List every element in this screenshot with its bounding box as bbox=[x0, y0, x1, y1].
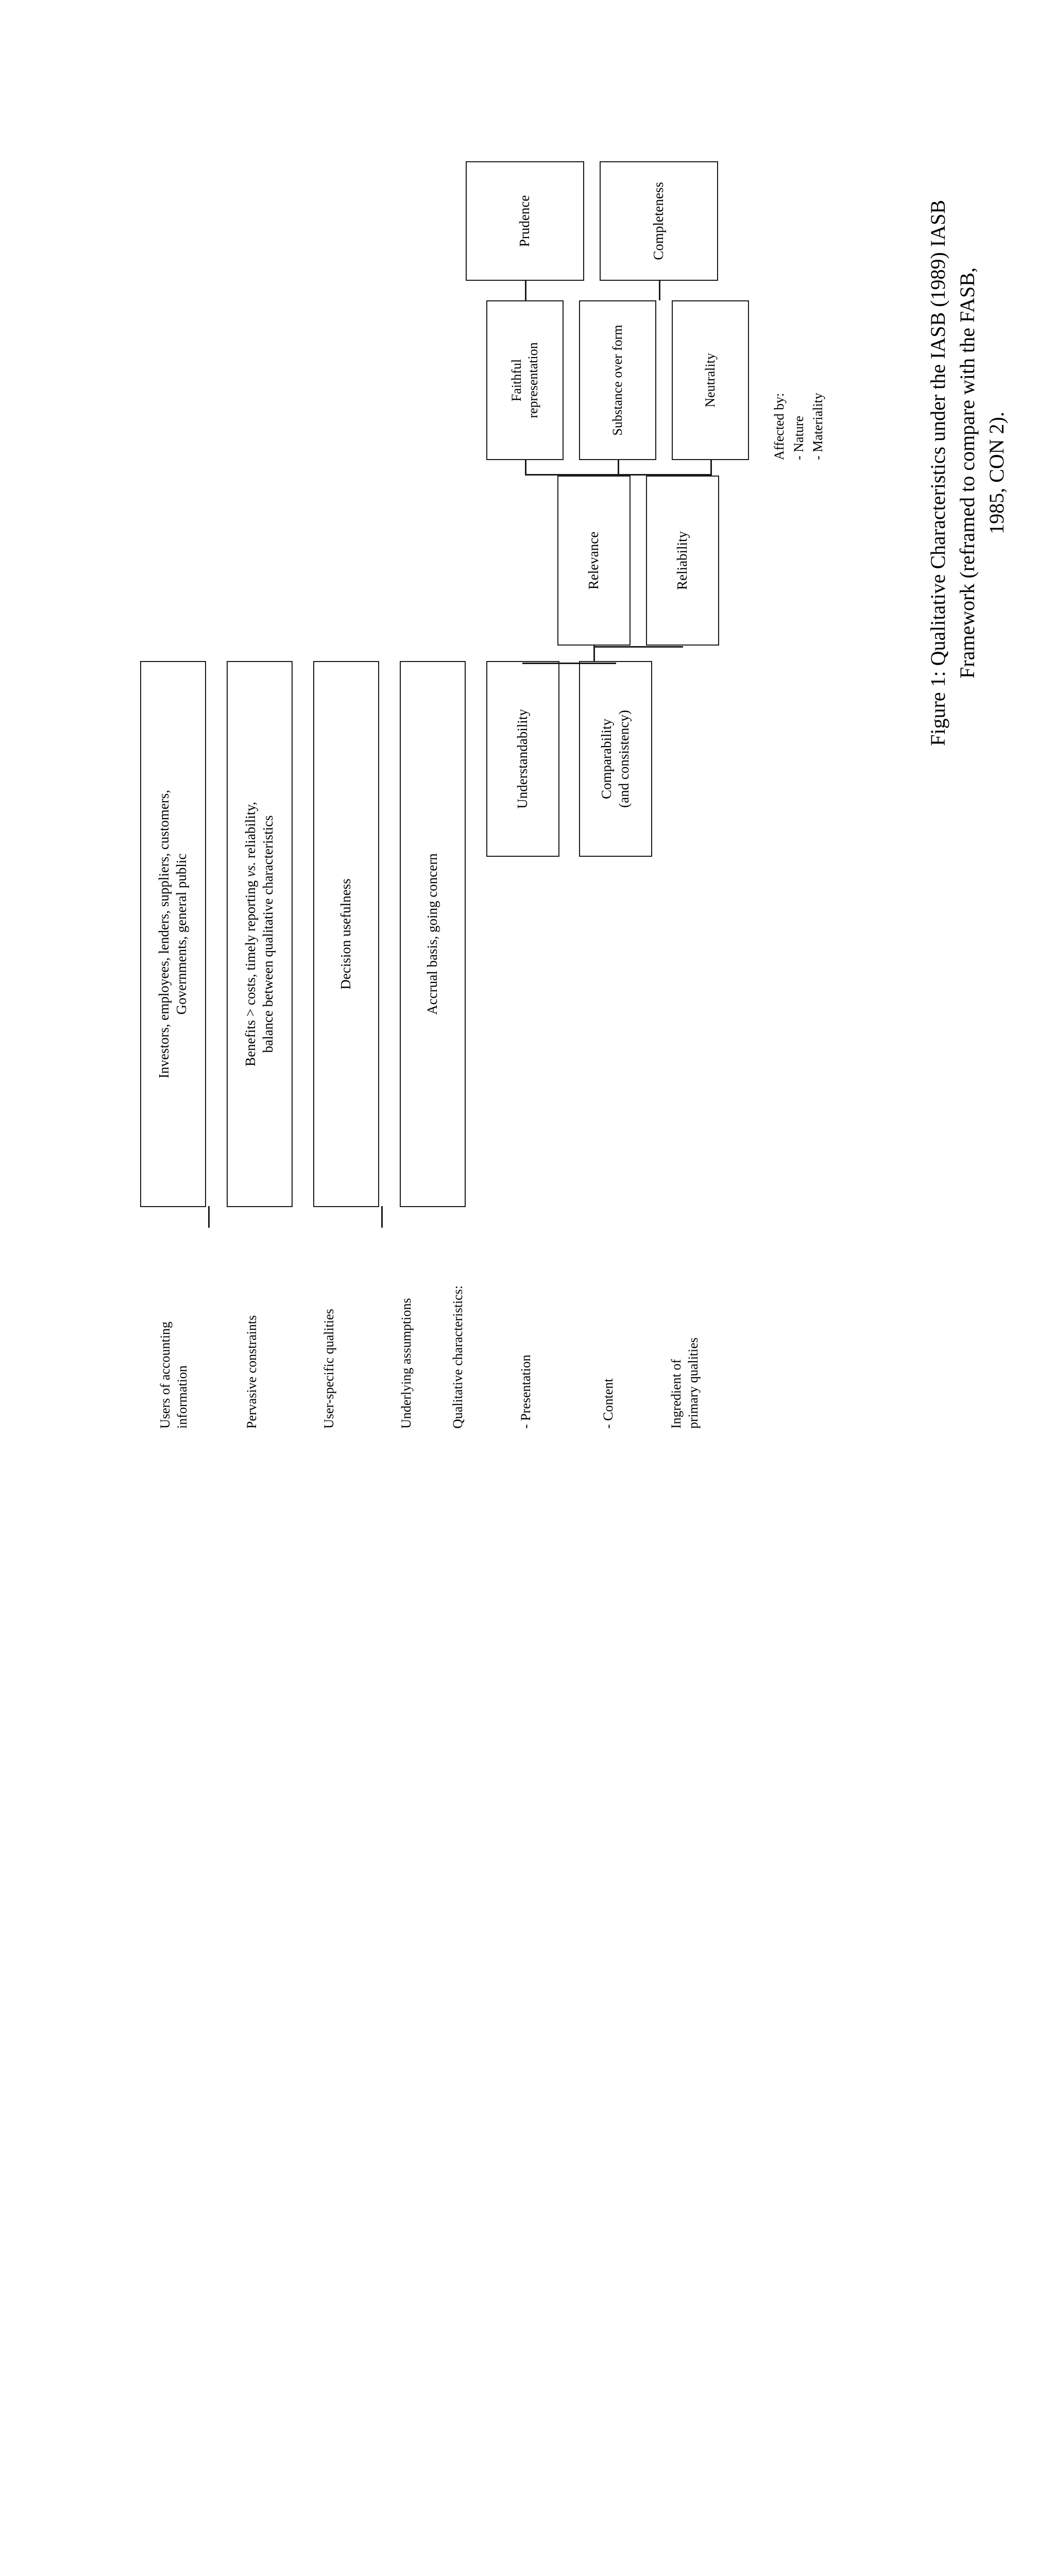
box-relevance-label: Relevance bbox=[586, 531, 602, 590]
box-prudence: Prudence bbox=[466, 161, 584, 281]
box-users-label: Investors, employees, lenders, suppliers… bbox=[156, 789, 189, 1079]
box-completeness: Completeness bbox=[600, 161, 718, 281]
row-label-ingredient-of-primary-qualities: Ingredient of primary qualities bbox=[669, 1337, 701, 1429]
note-affected-by: Affected by: - Nature - Materiality bbox=[772, 393, 826, 460]
connector-content-trunk bbox=[593, 646, 683, 648]
connector-reliability-substance bbox=[618, 459, 619, 476]
box-faithful-representation-label: Faithful representation bbox=[508, 342, 541, 418]
row-label-presentation: - Presentation bbox=[518, 1354, 533, 1429]
box-underlying-assumptions: Accrual basis, going concern bbox=[400, 661, 466, 1207]
row-label-user-specific-qualities: User-specific qualities bbox=[321, 1309, 336, 1429]
box-understandability: Understandability bbox=[486, 661, 559, 857]
stub-users-constraints bbox=[208, 1206, 210, 1228]
row-label-users: Users of accounting information bbox=[158, 1321, 190, 1429]
box-prudence-label: Prudence bbox=[517, 195, 533, 247]
box-underlying-assumptions-label: Accrual basis, going concern bbox=[424, 853, 440, 1015]
box-reliability: Reliability bbox=[646, 476, 719, 646]
figure-caption: Figure 1: Qualitative Characteristics un… bbox=[924, 151, 1011, 795]
row-label-pervasive-constraints: Pervasive constraints bbox=[244, 1315, 259, 1429]
figure-caption-line-2: 1985, CON 2). bbox=[984, 412, 1008, 534]
box-faithful-representation: Faithful representation bbox=[486, 300, 564, 460]
figure-diagram: Users of accounting information Pervasiv… bbox=[126, 161, 929, 1429]
connector-presentation-trunk bbox=[522, 663, 616, 664]
box-neutrality: Neutrality bbox=[672, 300, 749, 460]
connector-reliability-faithful bbox=[525, 459, 526, 476]
document-page: Users of accounting information Pervasiv… bbox=[0, 151, 1055, 1590]
box-substance-over-form: Substance over form bbox=[579, 300, 656, 460]
row-label-content: - Content bbox=[601, 1378, 616, 1429]
row-label-qualitative-characteristics: Qualitative characteristics: bbox=[450, 1285, 465, 1429]
box-comparability: Comparability (and consistency) bbox=[579, 661, 652, 857]
box-decision-usefulness-label: Decision usefulness bbox=[338, 878, 354, 990]
box-comparability-label: Comparability (and consistency) bbox=[599, 710, 632, 808]
stub-decision-assumptions bbox=[381, 1206, 383, 1228]
connector-faithful-prudence bbox=[525, 280, 526, 300]
connector-reliability-neutrality bbox=[710, 459, 712, 476]
box-decision-usefulness: Decision usefulness bbox=[313, 661, 379, 1207]
constraints-text-a: Benefits > costs, timely reporting bbox=[243, 877, 259, 1066]
figure-caption-line-1: Figure 1: Qualitative Characteristics un… bbox=[926, 200, 979, 746]
box-pervasive-constraints-label: Benefits > costs, timely reporting vs. r… bbox=[242, 802, 277, 1066]
row-label-underlying-assumptions: Underlying assumptions bbox=[399, 1298, 414, 1429]
constraints-text-em: vs. bbox=[243, 861, 259, 877]
connector-substance-completeness bbox=[659, 280, 660, 300]
box-understandability-label: Understandability bbox=[515, 709, 531, 809]
box-pervasive-constraints: Benefits > costs, timely reporting vs. r… bbox=[227, 661, 293, 1207]
box-neutrality-label: Neutrality bbox=[702, 353, 718, 408]
box-users: Investors, employees, lenders, suppliers… bbox=[140, 661, 206, 1207]
page-footer: 12 Materiality in Financial Reporting bbox=[0, 1466, 1055, 1590]
box-relevance: Relevance bbox=[557, 476, 631, 646]
box-substance-over-form-label: Substance over form bbox=[609, 325, 625, 436]
box-completeness-label: Completeness bbox=[651, 182, 667, 260]
connector-reliability-bus bbox=[525, 474, 711, 476]
box-reliability-label: Reliability bbox=[674, 531, 690, 590]
connector-spine-left bbox=[593, 645, 595, 661]
